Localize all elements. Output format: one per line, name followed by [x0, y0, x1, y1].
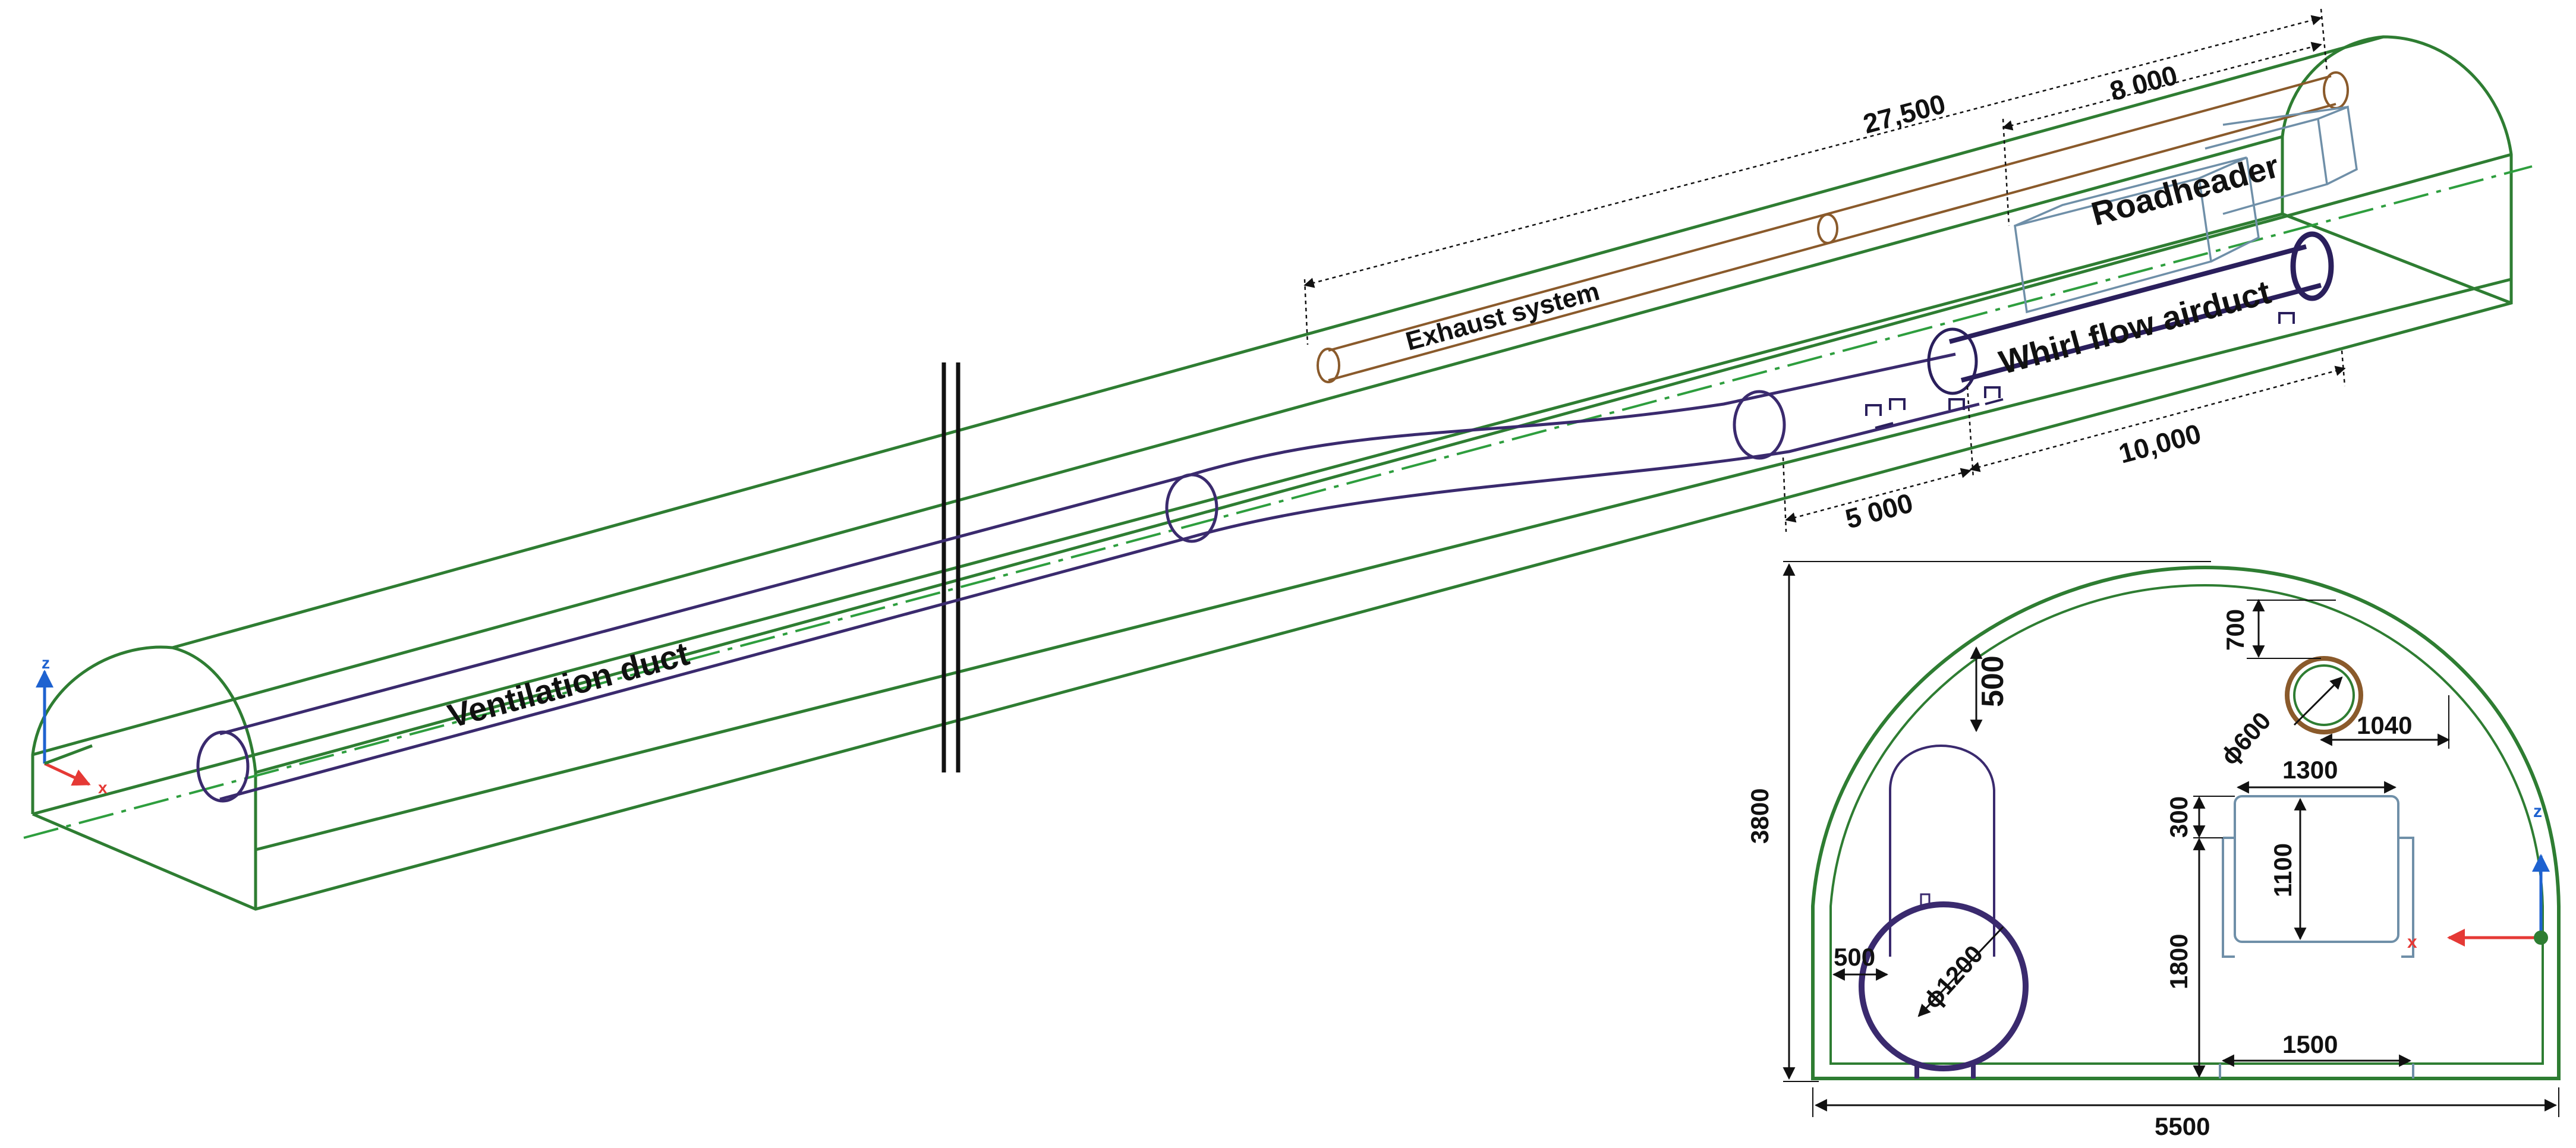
axis-triad-3d: z x — [36, 654, 108, 797]
cross-section-exhaust — [2285, 656, 2363, 734]
axis-triad-section: z x — [2407, 802, 2550, 952]
section-axis-x-label: x — [2407, 932, 2417, 952]
label-exhaust-system: Exhaust system — [1403, 277, 1602, 357]
section-dim-roadheader-height: 1100 — [2269, 843, 2297, 897]
tunnel-far-floor — [2282, 212, 2512, 305]
section-dim-height: 3800 — [1746, 789, 1774, 844]
tunnel-floor-left — [32, 212, 2283, 816]
section-dim-duct-top: 500 — [1976, 655, 2010, 707]
cross-section-duct — [1859, 745, 2029, 1078]
dimension-lines-3d — [1303, 8, 2346, 532]
section-dim-exhaust-top: 700 — [2221, 609, 2249, 651]
axis-z-label: z — [42, 654, 50, 672]
cross-section-outline — [1811, 565, 2561, 1080]
dim-duct-offset: 5 000 — [1842, 487, 1916, 535]
section-dim-roadheader-base-height: 1800 — [2165, 934, 2193, 989]
dim-whirl-duct-length: 10,000 — [2115, 418, 2204, 469]
section-dim-exhaust-diameter: ϕ600 — [2215, 707, 2276, 770]
label-ventilation-duct: Ventilation duct — [444, 635, 693, 735]
dimension-lines-section — [1783, 561, 2559, 1117]
label-roadheader: Roadheader — [2087, 147, 2283, 233]
dim-total-length: 27,500 — [1860, 88, 1948, 140]
tunnel-floor-near-edge — [32, 279, 2513, 911]
section-dim-exhaust-side: 1040 — [2357, 711, 2412, 739]
section-dim-roadheader-top-gap: 300 — [2165, 796, 2193, 838]
section-dim-duct-diameter: ϕ1200 — [1918, 940, 1989, 1014]
tunnel-far-arch — [2281, 35, 2513, 279]
label-whirl-flow-airduct: Whirl flow airduct — [1995, 273, 2275, 381]
section-dim-duct-side: 500 — [1834, 943, 1875, 971]
section-dim-width: 5500 — [2155, 1112, 2210, 1140]
dim-roadheader-length: 8 000 — [2106, 59, 2181, 107]
section-break — [941, 362, 961, 772]
tunnel-near-arch — [31, 645, 257, 850]
section-dim-roadheader-base-width: 1500 — [2282, 1030, 2338, 1058]
section-axis-z-label: z — [2533, 802, 2542, 821]
tunnel-3d-view: z x Ventilation duct Exhaust system Road… — [23, 8, 2533, 911]
cross-section-roadheader — [2219, 795, 2414, 1078]
axis-x-label: x — [98, 778, 108, 797]
cross-section-view: z x 3800 5 — [1746, 561, 2561, 1140]
section-dim-roadheader-width: 1300 — [2282, 756, 2338, 784]
tunnel-centerline — [23, 165, 2533, 839]
tunnel-outline — [31, 35, 2513, 911]
ventilation-duct — [196, 352, 1980, 803]
